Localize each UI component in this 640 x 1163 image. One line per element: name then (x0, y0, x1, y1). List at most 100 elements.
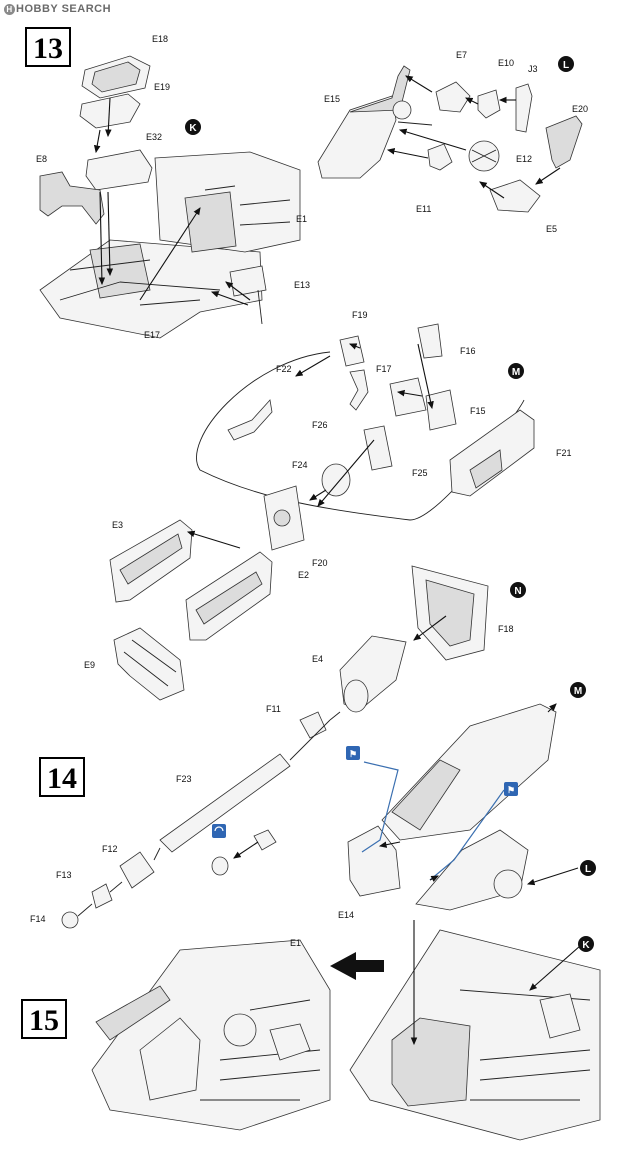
label-e10: E10 (498, 58, 514, 68)
marker-m-badge (508, 363, 524, 379)
label-e1b: E1 (290, 938, 301, 948)
label-f25: F25 (412, 468, 428, 478)
marker-m2-badge (570, 682, 586, 698)
svg-text:M: M (574, 686, 582, 697)
step13-mantlet-labels: F18 E4 (312, 624, 514, 664)
part-f21-shape (449, 409, 535, 497)
label-e17: E17 (144, 330, 160, 340)
label-e2: E2 (298, 570, 309, 580)
label-e7: E7 (456, 50, 467, 60)
step13-right-assembly (317, 65, 583, 213)
step13-gun-assembly (196, 323, 535, 551)
step-15-number: 15 (29, 1004, 59, 1037)
part-e19-shape (79, 93, 141, 129)
hobby-search-logo-icon: H (4, 3, 15, 15)
label-f14: F14 (30, 914, 46, 924)
label-e20: E20 (572, 104, 588, 114)
label-e9: E9 (84, 660, 95, 670)
label-f16: F16 (460, 346, 476, 356)
step13-gun-labels: F19 F16 F22 F17 F15 F26 F21 F24 F25 F20 (276, 310, 572, 568)
part-e20-shape (545, 115, 583, 169)
part-f15-shape (425, 389, 457, 431)
rotate-icon (212, 824, 226, 838)
label-e14: E14 (338, 910, 354, 920)
label-f21: F21 (556, 448, 572, 458)
label-e12: E12 (516, 154, 532, 164)
step-14-number: 14 (47, 762, 77, 795)
part-f14-shape (61, 911, 79, 929)
step13-right-labels: E7 E10 J3 E15 E20 E12 E11 E5 (324, 50, 588, 234)
svg-text:L: L (563, 60, 569, 71)
label-e32: E32 (146, 132, 162, 142)
part-f26-shape (349, 369, 369, 411)
step13-left-labels: E18 E19 E32 E8 E1 E13 E17 (36, 34, 310, 340)
svg-text:K: K (582, 940, 590, 951)
svg-text:L: L (585, 864, 591, 875)
part-e15-shape (317, 95, 397, 179)
label-f23: F23 (176, 774, 192, 784)
part-e8-shape (39, 171, 105, 225)
glue-icon-right (504, 782, 518, 796)
watermark-brand: HOBBY SEARCH (16, 3, 112, 15)
step13-mantlet (339, 565, 489, 713)
step-15-box (21, 999, 67, 1039)
step15-completed-assembly (91, 939, 331, 1131)
part-f11-shape (299, 711, 327, 739)
step-14: 14 F11 F23 F12 F13 F14 (30, 682, 596, 929)
label-f26: F26 (312, 420, 328, 430)
label-e18: E18 (152, 34, 168, 44)
label-e15: E15 (324, 94, 340, 104)
part-f12-shape (119, 851, 155, 889)
part-j3-shape (515, 83, 533, 133)
part-f19-shape (339, 335, 365, 367)
label-f17: F17 (376, 364, 392, 374)
step-15: 15 E1 K (21, 920, 601, 1141)
part-f22-shape (227, 399, 273, 441)
label-e13: E13 (294, 280, 310, 290)
part-e9-shape (113, 627, 185, 701)
step14-gun-mount (347, 703, 579, 911)
label-e8: E8 (36, 154, 47, 164)
part-f24-shape (321, 463, 351, 497)
marker-k2-badge (578, 936, 594, 952)
part-f23-shape (159, 753, 291, 853)
part-e7-shape (435, 81, 471, 113)
step-13-number: 13 (33, 32, 63, 65)
part-e11-shape (427, 143, 453, 171)
label-e4: E4 (312, 654, 323, 664)
label-f12: F12 (102, 844, 118, 854)
part-f25-shape (363, 425, 393, 471)
direction-arrow-icon (330, 952, 384, 980)
part-e5-shape (489, 179, 541, 213)
svg-text:N: N (514, 586, 521, 597)
svg-text:⚑: ⚑ (349, 749, 357, 759)
label-f11: F11 (266, 704, 281, 714)
step15-hull (349, 920, 601, 1141)
step-13: 13 E18 E19 E32 (25, 27, 588, 713)
label-f18: F18 (498, 624, 514, 634)
label-f15: F15 (470, 406, 486, 416)
part-f16-shape (417, 323, 443, 359)
step-14-box (39, 757, 85, 797)
marker-l-badge (558, 56, 574, 72)
label-e11: E11 (416, 204, 431, 214)
step14-barrel-labels: F11 F23 F12 F13 F14 (30, 704, 281, 924)
part-f17-shape (389, 377, 427, 417)
glue-icon-left (346, 746, 360, 760)
label-e3: E3 (112, 520, 123, 530)
part-e17-shape (39, 239, 263, 339)
part-e10-shape (477, 89, 501, 119)
marker-n-badge (510, 582, 526, 598)
svg-text:K: K (189, 123, 197, 134)
marker-k-badge (185, 119, 201, 135)
label-f20: F20 (312, 558, 328, 568)
svg-text:⚑: ⚑ (507, 785, 515, 795)
label-e5: E5 (546, 224, 557, 234)
marker-l2-badge (580, 860, 596, 876)
part-e32-shape (85, 149, 153, 191)
svg-text:M: M (512, 367, 520, 378)
step13-cylinder-labels: E3 E2 E9 (84, 520, 309, 670)
label-f24: F24 (292, 460, 308, 470)
label-e19: E19 (154, 82, 170, 92)
